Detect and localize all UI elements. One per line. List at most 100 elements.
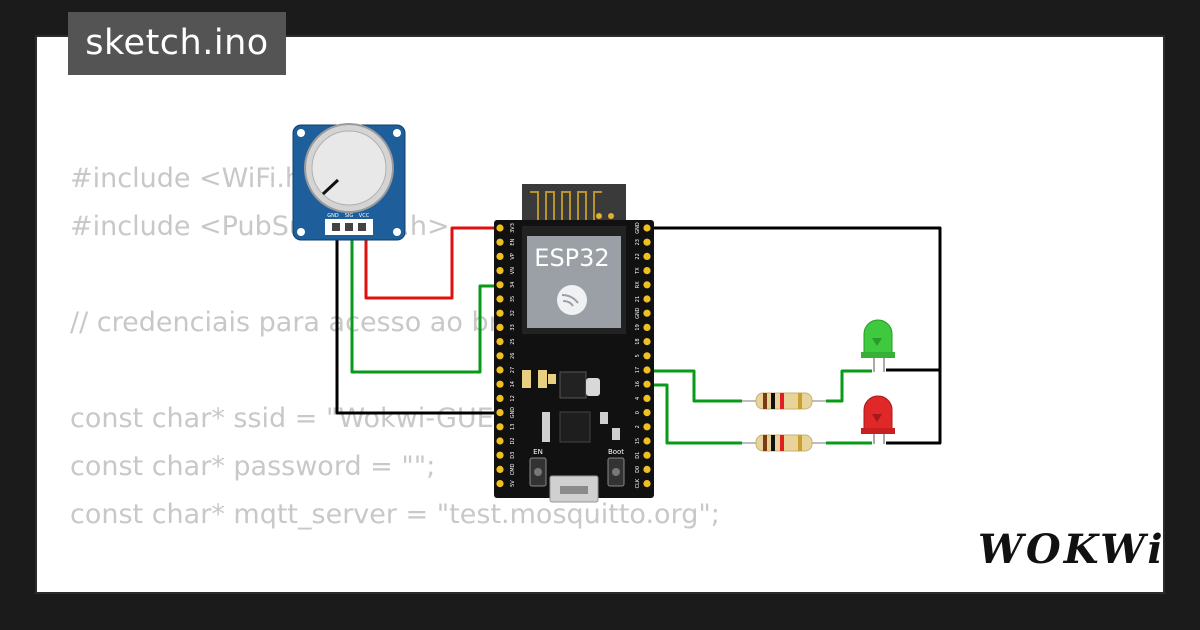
esp32-pin-right[interactable] [643, 224, 651, 232]
esp32-pin-right[interactable] [643, 238, 651, 246]
esp32-pin-label: 22 [635, 253, 641, 259]
esp32-pin-left[interactable] [496, 323, 504, 331]
esp32-pin-label: 33 [510, 324, 516, 330]
esp32-pin-right[interactable] [643, 352, 651, 360]
esp32-pin-label: D2 [510, 437, 516, 444]
esp32-pin-label: GND [635, 307, 641, 319]
wire-green-led[interactable] [826, 369, 872, 403]
esp32-pin-right[interactable] [643, 252, 651, 260]
esp32-pin-right[interactable] [643, 394, 651, 402]
esp32-pin-label: 17 [635, 367, 641, 373]
esp32-pin-right[interactable] [643, 437, 651, 445]
esp32-pin-label: VP [510, 253, 516, 259]
code-line: const char* password = ""; [70, 451, 436, 482]
esp32-pin-left[interactable] [496, 437, 504, 445]
pot-pin-gnd: GND [327, 213, 339, 219]
esp32-pin-left[interactable] [496, 338, 504, 346]
espressif-logo-icon [557, 285, 587, 315]
esp32-pin-left[interactable] [496, 295, 504, 303]
esp32-pin-left[interactable] [496, 224, 504, 232]
esp32-pin-right[interactable] [643, 380, 651, 388]
resistor-2[interactable] [742, 434, 826, 452]
esp32-pin-label: 2 [635, 425, 641, 428]
esp32-pin-right[interactable] [643, 465, 651, 473]
esp32-pin-right[interactable] [643, 267, 651, 275]
esp32-pin-label: CLK [635, 478, 641, 488]
wokwi-logo: WOKWi [978, 526, 1166, 573]
wire-vcc[interactable] [364, 226, 500, 300]
esp32-pin-label: GND [635, 222, 641, 234]
esp32-pin-right[interactable] [643, 480, 651, 488]
wire-gpio17[interactable] [647, 369, 742, 403]
esp32-pin-left[interactable] [496, 394, 504, 402]
esp32-pin-label: D0 [635, 466, 641, 473]
esp32-pin-left[interactable] [496, 366, 504, 374]
esp32-pin-left[interactable] [496, 423, 504, 431]
esp32-pin-label: GND [510, 407, 516, 419]
esp32-pin-label: 27 [510, 367, 516, 373]
esp32-pin-left[interactable] [496, 352, 504, 360]
esp32-pin-left[interactable] [496, 267, 504, 275]
potentiometer[interactable]: GND SIG VCC [292, 123, 406, 241]
esp32-pin-label: 21 [635, 296, 641, 302]
esp32-pin-right[interactable] [643, 409, 651, 417]
esp32-label: ESP32 [534, 244, 609, 272]
esp32-pin-label: 0 [635, 411, 641, 414]
esp32-pin-right[interactable] [643, 281, 651, 289]
esp32-pin-left[interactable] [496, 238, 504, 246]
wire-gnd-pot[interactable] [335, 230, 500, 415]
esp32-pin-label: 34 [510, 282, 516, 288]
esp32-pin-label: 26 [510, 353, 516, 359]
esp32-pin-label: 32 [510, 310, 516, 316]
code-line: const char* mqtt_server = "test.mosquitt… [70, 499, 720, 530]
esp32-pin-label: EN [510, 238, 516, 245]
esp32-pin-headers: 3V3ENVPVN343532332526271412GND13D2D3CMD5… [496, 222, 651, 488]
esp32-pin-label: 14 [510, 381, 516, 387]
wire-gpio16[interactable] [647, 383, 742, 445]
red-led[interactable] [861, 395, 895, 444]
esp32-pin-left[interactable] [496, 281, 504, 289]
esp32-pin-label: 13 [510, 424, 516, 430]
esp32-board[interactable]: ESP32 EN Boot 3V3ENVPVN34353233252627141… [494, 184, 654, 503]
simulation-canvas[interactable]: #include <WiFi.h>#include <PubSubClient.… [35, 35, 1165, 594]
esp32-pin-label: D3 [510, 452, 516, 459]
esp32-pin-label: 25 [510, 338, 516, 344]
green-led[interactable] [861, 319, 895, 372]
esp32-pin-label: 19 [635, 324, 641, 330]
esp32-pin-label: 23 [635, 239, 641, 245]
en-label: EN [533, 448, 543, 456]
boot-label: Boot [608, 448, 624, 456]
esp32-pin-right[interactable] [643, 423, 651, 431]
esp32-pin-label: RX [635, 281, 641, 288]
esp32-pin-left[interactable] [496, 380, 504, 388]
esp32-pin-label: 5V [510, 480, 516, 487]
esp32-pin-right[interactable] [643, 366, 651, 374]
code-preview: #include <WiFi.h>#include <PubSubClient.… [70, 155, 720, 592]
esp32-pin-right[interactable] [643, 323, 651, 331]
esp32-pin-label: D1 [635, 452, 641, 459]
esp32-pin-left[interactable] [496, 252, 504, 260]
esp32-pin-label: 16 [635, 381, 641, 387]
esp32-pin-left[interactable] [496, 409, 504, 417]
esp32-pin-left[interactable] [496, 480, 504, 488]
esp32-pin-left[interactable] [496, 465, 504, 473]
esp32-pin-label: 3V3 [510, 223, 516, 233]
esp32-pin-right[interactable] [643, 451, 651, 459]
esp32-pin-label: VN [510, 267, 516, 274]
pot-pin-sig: SIG [345, 213, 354, 219]
code-line: // credenciais para acesso ao broker MQT… [70, 307, 644, 338]
esp32-pin-right[interactable] [643, 295, 651, 303]
resistor-1[interactable] [742, 392, 826, 410]
esp32-pin-right[interactable] [643, 338, 651, 346]
esp32-pin-label: 15 [635, 438, 641, 444]
wire-gnd-right[interactable] [647, 226, 942, 445]
wire-sig[interactable] [350, 230, 500, 374]
wires [335, 226, 942, 445]
pot-pin-vcc: VCC [359, 213, 370, 219]
esp32-pin-label: 18 [635, 338, 641, 344]
esp32-pin-left[interactable] [496, 451, 504, 459]
file-tab[interactable]: sketch.ino [68, 12, 286, 75]
esp32-pin-left[interactable] [496, 309, 504, 317]
esp32-pin-right[interactable] [643, 309, 651, 317]
